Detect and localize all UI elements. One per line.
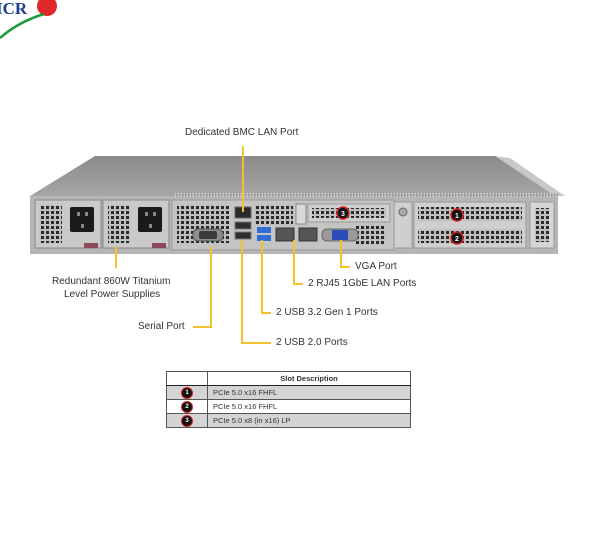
lan-port-2	[298, 227, 318, 242]
table-header-row: Slot Description	[166, 371, 411, 386]
usb3-port-1	[257, 227, 271, 233]
vga-port	[332, 230, 348, 240]
usb3-port-2	[257, 235, 271, 241]
slot-badge-2: 2	[450, 231, 464, 245]
label-bmc-lan-port: Dedicated BMC LAN Port	[185, 127, 299, 138]
callout-line-usb2	[241, 240, 243, 344]
table-row: 1 PCIe 5.0 x16 FHFL	[166, 385, 411, 400]
slot-number-badge: 2	[181, 400, 193, 413]
lan-port-1	[275, 227, 295, 242]
pcie-slot-1	[418, 207, 522, 221]
callout-line-psu	[115, 246, 117, 268]
power-supply-2	[102, 199, 170, 249]
pcie-slot-2	[418, 229, 522, 243]
logo-swoosh	[0, 12, 45, 39]
label-psu-line1: Redundant 860W Titanium	[52, 276, 171, 287]
slot-description: PCIe 5.0 x16 FHFL	[207, 385, 411, 400]
callout-line-usb3	[261, 240, 263, 314]
usb2-port-2	[234, 231, 252, 240]
slot-number-badge: 1	[181, 386, 193, 399]
callout-line-bmc	[242, 146, 244, 212]
table-row: 3 PCIe 5.0 x8 (in x16) LP	[166, 413, 411, 428]
chassis-top	[30, 156, 565, 196]
label-vga-port: VGA Port	[355, 261, 397, 272]
slot-number-badge: 3	[181, 414, 193, 427]
slot-description: PCIe 5.0 x8 (in x16) LP	[207, 413, 411, 428]
callout-line-vga	[340, 240, 342, 268]
slot-badge-1: 1	[450, 208, 464, 222]
power-supply-1	[34, 199, 102, 249]
table-row: 2 PCIe 5.0 x16 FHFL	[166, 399, 411, 414]
callout-line-serial	[210, 246, 212, 328]
slot-description-table: Slot Description 1 PCIe 5.0 x16 FHFL 2 P…	[166, 371, 411, 428]
header-slot-description: Slot Description	[207, 371, 411, 386]
brand-logo: ICR	[0, 0, 57, 39]
svg-text:3: 3	[341, 211, 345, 218]
header-blank	[166, 371, 208, 386]
label-lan-ports: 2 RJ45 1GbE LAN Ports	[308, 278, 417, 289]
svg-text:1: 1	[455, 213, 459, 220]
slot-description: PCIe 5.0 x16 FHFL	[207, 399, 411, 414]
label-usb2-ports: 2 USB 2.0 Ports	[276, 337, 348, 348]
logo-red-dot	[37, 0, 57, 16]
label-psu-line2: Level Power Supplies	[64, 289, 161, 300]
logo-text: ICR	[0, 0, 28, 18]
callout-line-lan	[293, 240, 295, 285]
label-serial-port: Serial Port	[138, 321, 185, 332]
label-usb3-ports: 2 USB 3.2 Gen 1 Ports	[276, 307, 378, 318]
svg-text:2: 2	[455, 236, 459, 243]
usb2-port-1	[234, 221, 252, 230]
slot-badge-3: 3	[336, 206, 350, 220]
